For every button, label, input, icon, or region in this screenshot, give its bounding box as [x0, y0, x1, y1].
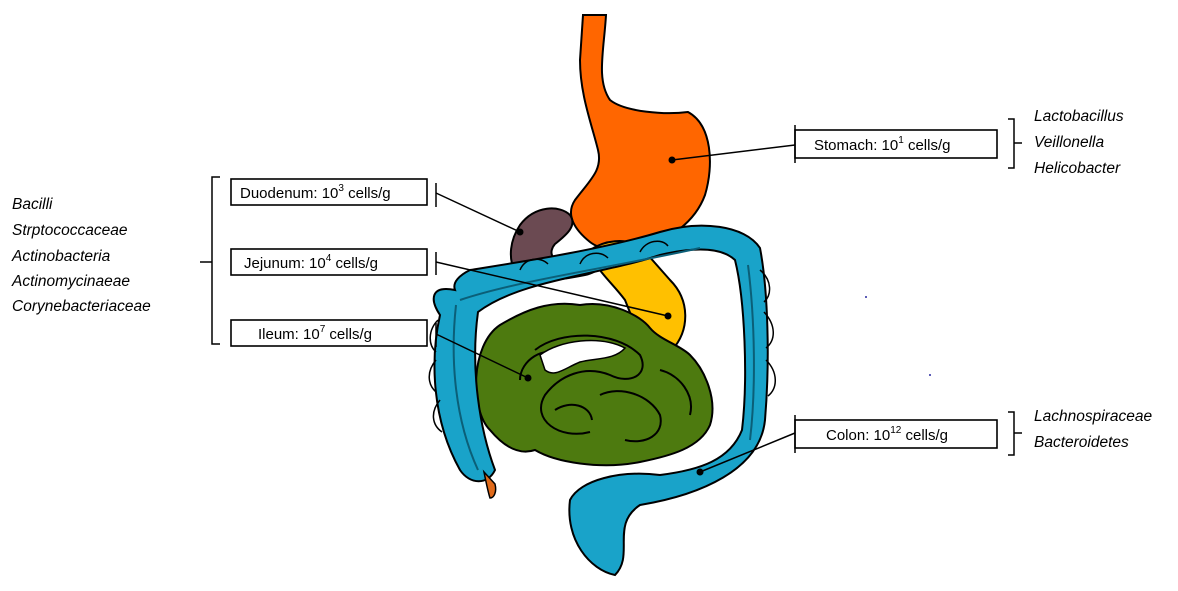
jejunum-pointer-dot: [665, 313, 672, 320]
jejunum-label: Jejunum: 104 cells/g: [231, 249, 436, 275]
ileum-label-name: Ileum: 10: [258, 326, 320, 343]
jejunum-label-unit: cells/g: [331, 255, 378, 272]
stomach-label-name: Stomach: 10: [814, 137, 898, 154]
taxa-item: Veillonella: [1034, 134, 1104, 151]
colon-label-unit: cells/g: [901, 427, 948, 444]
taxa-item: Corynebacteriaceae: [12, 298, 151, 315]
colon-label-exp: 12: [890, 425, 902, 436]
colon-label-name: Colon: 10: [826, 427, 890, 444]
taxa-item: Bacilli: [12, 196, 53, 213]
speck: [929, 374, 931, 376]
ileum-label: Ileum: 107 cells/g: [231, 320, 436, 347]
taxa-item: Lactobacillus: [1034, 108, 1124, 125]
stomach-shape: [571, 15, 710, 250]
small-intestine-taxa-list: Bacilli Strptococcaceae Actinobacteria A…: [11, 196, 151, 315]
colon-label: Colon: 1012 cells/g: [795, 415, 997, 453]
taxa-item: Helicobacter: [1034, 160, 1121, 177]
ileum-pointer-dot: [525, 375, 532, 382]
duodenum-label-name: Duodenum: 10: [240, 185, 338, 202]
svg-text:Ileum: 107 cells/g: Ileum: 107 cells/g: [258, 324, 372, 343]
taxa-item: Lachnospiraceae: [1034, 408, 1152, 425]
svg-text:Duodenum: 103 cells/g: Duodenum: 103 cells/g: [240, 183, 391, 202]
svg-text:Colon: 1012 cells/g: Colon: 1012 cells/g: [826, 425, 948, 444]
stomach-taxa-bracket: [1008, 119, 1022, 168]
ileum-label-unit: cells/g: [325, 326, 372, 343]
colon-taxa-list: Lachnospiraceae Bacteroidetes: [1034, 408, 1152, 451]
svg-text:Jejunum: 104 cells/g: Jejunum: 104 cells/g: [244, 253, 378, 272]
svg-text:Stomach: 101 cells/g: Stomach: 101 cells/g: [814, 135, 950, 154]
duodenum-label: Duodenum: 103 cells/g: [231, 179, 436, 207]
taxa-item: Actinobacteria: [11, 248, 111, 265]
stomach-pointer-dot: [669, 157, 676, 164]
duodenum-leader: [436, 193, 520, 232]
taxa-item: Bacteroidetes: [1034, 434, 1129, 451]
taxa-item: Actinomycinaeae: [11, 273, 130, 290]
duodenum-label-unit: cells/g: [344, 185, 391, 202]
speck: [865, 296, 867, 298]
small-intestine-bracket: [200, 177, 220, 344]
duodenum-pointer-dot: [517, 229, 524, 236]
taxa-item: Strptococcaceae: [12, 222, 128, 239]
stomach-label: Stomach: 101 cells/g: [795, 125, 997, 163]
colon-taxa-bracket: [1008, 412, 1022, 455]
jejunum-label-name: Jejunum: 10: [244, 255, 326, 272]
stomach-taxa-list: Lactobacillus Veillonella Helicobacter: [1034, 108, 1124, 177]
colon-pointer-dot: [697, 469, 704, 476]
organs: [429, 15, 931, 575]
stomach-label-unit: cells/g: [904, 137, 951, 154]
